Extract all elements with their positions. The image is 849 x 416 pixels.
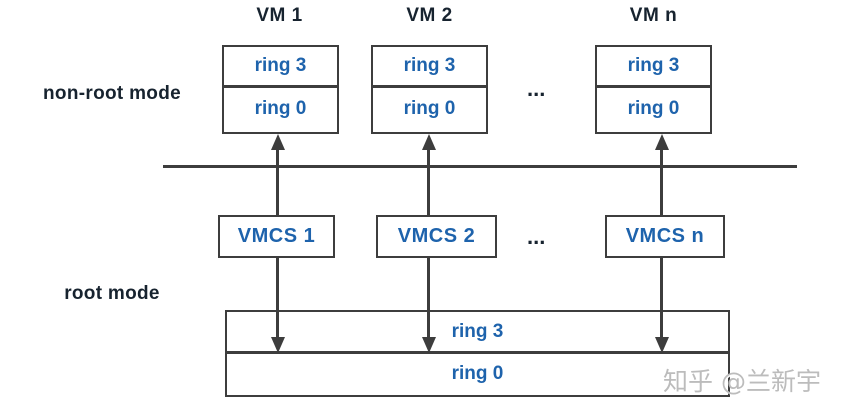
mode-separator-line: [163, 165, 797, 168]
up-arrow-vmn: [655, 134, 669, 215]
vm2-title: VM 2: [406, 5, 453, 26]
down-arrow-vmcs1: [271, 258, 285, 353]
vmcs-ellipsis: ...: [527, 224, 546, 249]
vmcs2-box: VMCS 2: [376, 215, 497, 258]
vm1-title: VM 1: [256, 5, 303, 26]
up-arrow-vm2: [422, 134, 436, 215]
arrowhead-up-icon: [271, 134, 285, 150]
arrowhead-down-icon: [271, 337, 285, 353]
host-rings-box: ring 3 ring 0: [225, 310, 730, 397]
vmn-title: VM n: [629, 5, 678, 26]
vmcsn-box: VMCS n: [605, 215, 725, 258]
vm1-ring3-cell: ring 3: [224, 47, 337, 88]
non-root-mode-label: non-root mode: [43, 83, 181, 104]
vm-ellipsis: ...: [527, 76, 546, 101]
up-arrow-vm1: [271, 134, 285, 215]
host-ring0-cell: ring 0: [451, 363, 504, 384]
arrowhead-down-icon: [422, 337, 436, 353]
vm2-box: ring 3 ring 0: [371, 45, 488, 134]
vm1-box: ring 3 ring 0: [222, 45, 339, 134]
zhihu-watermark: 知乎 @兰新宇: [663, 367, 821, 396]
down-arrow-vmcs2: [422, 258, 436, 353]
vm1-ring0-cell: ring 0: [254, 97, 307, 119]
vmn-box: ring 3 ring 0: [595, 45, 712, 134]
vm2-ring3-cell: ring 3: [373, 47, 486, 88]
down-arrow-vmcsn: [655, 258, 669, 353]
arrowhead-up-icon: [422, 134, 436, 150]
vmn-ring3-cell: ring 3: [597, 47, 710, 88]
host-ring3-cell: ring 3: [227, 312, 728, 354]
root-mode-label: root mode: [64, 283, 160, 304]
vmcs1-box: VMCS 1: [218, 215, 335, 258]
vm2-ring0-cell: ring 0: [403, 97, 456, 119]
arrowhead-down-icon: [655, 337, 669, 353]
arrowhead-up-icon: [655, 134, 669, 150]
vmn-ring0-cell: ring 0: [627, 97, 680, 119]
